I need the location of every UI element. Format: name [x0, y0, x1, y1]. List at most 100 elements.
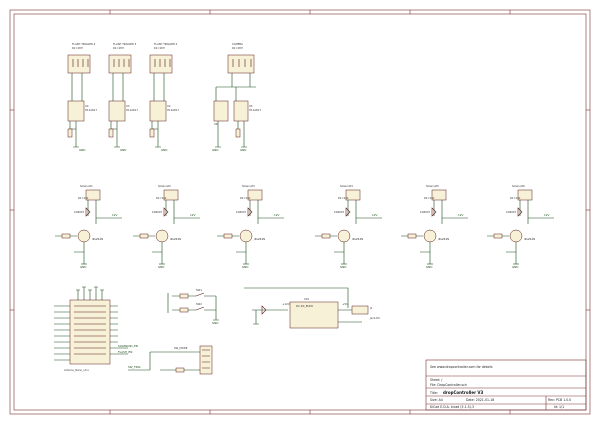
solenoid-connector [517, 189, 533, 201]
camera-ref: R1=1M? [232, 46, 244, 50]
flash-trigger-4: FLASH TRIGGER 4 R1=1M? U4 H11A817 GND [67, 42, 97, 152]
gnd-label: GND [80, 265, 86, 269]
gnd-label-a: GND [212, 148, 218, 152]
sw1-label: SW1 [196, 288, 202, 292]
reg-ref: U10 [304, 297, 310, 301]
mosfet [155, 229, 169, 243]
tb-rev: Rev: PCB 1.0.0 [548, 398, 571, 402]
optocoupler-b [233, 100, 249, 122]
trig-label: SW_TRIG [128, 365, 141, 369]
gate-resistor [139, 233, 149, 239]
jack-ref: J1 [369, 306, 373, 310]
diode-label: 1N4007 [74, 210, 85, 214]
mosfet-label: IRLZ44N [352, 237, 363, 241]
gnd-label: GND [242, 265, 248, 269]
trigger-connector [149, 54, 173, 74]
supply-label: 12V [458, 213, 464, 217]
supply-label: 12V [372, 213, 378, 217]
gate-resistor [493, 233, 503, 239]
mosfet [239, 229, 253, 243]
switch-group: SW1 SW2 GND [167, 288, 219, 325]
solenoid-val: R1=10k [510, 196, 521, 200]
optocoupler [67, 100, 85, 122]
net-solenoid-en: SOLENOID_EN [118, 344, 138, 348]
supply-label: 12V [274, 213, 280, 217]
net-flash-en: FLASH_EN [118, 350, 132, 354]
gnd-label: GND [120, 148, 126, 152]
diode-label: 1N4007 [420, 210, 431, 214]
solenoid-val: R1=10k [424, 196, 435, 200]
frame-ticks [10, 10, 590, 414]
tb-size: Size: A4 [430, 398, 443, 402]
opto-a-ref: U6 [214, 122, 218, 126]
opto-ref: U4 [85, 104, 89, 108]
trigger-title: FLASH TRIGGER 4 [72, 42, 96, 46]
resistor [108, 128, 114, 138]
dc-jack [351, 305, 369, 315]
reg-part: DC-DC_BUCK [296, 304, 313, 308]
opto-b-ref: U5 [249, 104, 253, 108]
solenoid-name: Solenoid2 [158, 184, 171, 188]
gnd-label: GND [161, 148, 167, 152]
optocoupler [108, 100, 126, 122]
buck-regulator [289, 301, 339, 329]
opto-part: H11A817 [167, 108, 179, 112]
gnd-label-b: GND [240, 148, 246, 152]
resistor [149, 128, 155, 138]
switch-resistor-2 [179, 307, 189, 313]
gnd-label: GND [158, 265, 164, 269]
mode-header [199, 345, 213, 375]
mosfet [423, 229, 437, 243]
mode-label: SW_MODE [174, 346, 188, 350]
solenoid-driver-3: Solenoid3 R1=10k 12V 1N4007 IRLZ44N GND [217, 184, 284, 269]
tb-file: File: DropController.sch [430, 383, 467, 387]
gate-resistor [407, 233, 417, 239]
solenoid-driver-2: Solenoid2 R1=10k 12V 1N4007 IRLZ44N GND [133, 184, 200, 269]
gnd-label: GND [426, 265, 432, 269]
camera-connector [227, 54, 255, 74]
mosfet [77, 229, 91, 243]
solenoid-connector [163, 189, 179, 201]
flash-trigger-2: FLASH TRIGGER 2 R1=1M? U2 H11A817 GND [149, 42, 179, 152]
outer-frame [9, 9, 591, 415]
opto-ref: U2 [167, 104, 171, 108]
solenoid-driver-1: Solenoid1 R1=10k 12V 1N4007 IRLZ44N GND [55, 184, 122, 269]
solenoid-connector [85, 189, 101, 201]
solenoid-driver-6: Solenoid6 R1=10k 12V 1N4007 IRLZ44N GND [487, 184, 554, 269]
solenoid-val: R1=10k [338, 196, 349, 200]
resistor [67, 128, 73, 138]
supply-label: 12V [544, 213, 550, 217]
diode-label: 1N4007 [334, 210, 345, 214]
solenoid-name: Solenoid5 [426, 184, 439, 188]
tb-title: dropController V3 [443, 390, 484, 395]
jack-label: Jack-DC [369, 316, 380, 320]
solenoid-connector [431, 189, 447, 201]
solenoid-name: Solenoid3 [242, 184, 255, 188]
solenoid-val: R1=10k [78, 196, 89, 200]
solenoid-name: Solenoid6 [512, 184, 525, 188]
in-label: +12V [282, 302, 290, 306]
arduino-nano: Arduino_Nano_v3.x SOLENOID_EN FLASH_EN [54, 286, 138, 372]
solenoid-val: R1=10k [240, 196, 251, 200]
mosfet-label: IRLZ44N [524, 237, 535, 241]
arduino-label: Arduino_Nano_v3.x [64, 368, 89, 372]
switch-gnd-label: GND [212, 321, 218, 325]
flash-trigger-3: FLASH TRIGGER 3 R1=1M? U3 H11A817 GND [108, 42, 138, 152]
sw2-label: SW2 [196, 302, 202, 306]
gnd-label: GND [340, 265, 346, 269]
title-block: See www.dropcontroller.com for details S… [425, 359, 587, 411]
gate-resistor [321, 233, 331, 239]
trigger-ref: R1=1M? [154, 46, 166, 50]
supply-label: 12V [112, 213, 118, 217]
power-section: U10 DC-DC_BUCK +12V +5V J1 Jack-DC [244, 287, 380, 329]
mode-resistor [175, 367, 185, 373]
trigger-connector [67, 54, 91, 74]
solenoid-connector [247, 189, 263, 201]
out-label: +5V [342, 302, 348, 306]
gnd-label: GND [512, 265, 518, 269]
inner-frame [13, 13, 587, 411]
mode-connector: SW_MODE SW_TRIG [128, 345, 213, 375]
solenoid-driver-4: Solenoid4 R1=10k 12V 1N4007 IRLZ44N GND [315, 184, 382, 269]
opto-part: H11A817 [126, 108, 138, 112]
